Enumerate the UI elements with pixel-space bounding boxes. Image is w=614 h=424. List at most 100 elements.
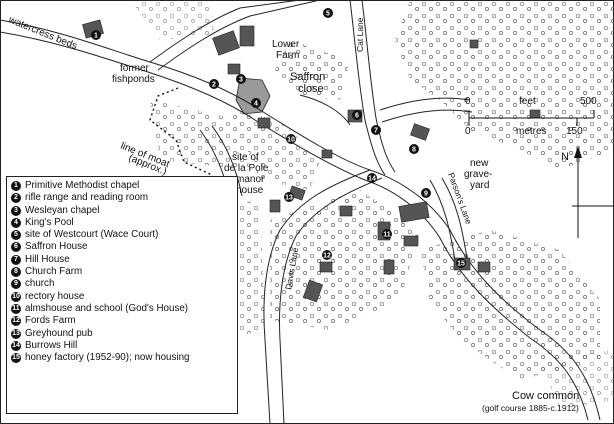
svg-text:6: 6 [355, 113, 359, 120]
svg-text:13: 13 [285, 195, 293, 202]
label-cow-common: Cow common [512, 390, 579, 402]
marker-11: 11 [382, 229, 392, 239]
legend-item: 15 honey factory (1952-90); now housing [11, 352, 233, 364]
legend-text: Hill House [25, 253, 70, 265]
marker-9: 9 [421, 188, 431, 198]
scale-metres-zero: 0 [465, 126, 471, 137]
label-yard: yard [470, 180, 489, 191]
svg-text:14: 14 [368, 176, 376, 183]
marker-14: 14 [367, 173, 377, 183]
label-golf-course: (golf course 1885-c.1912) [482, 403, 579, 413]
legend-item: 5 site of Westcourt (Wace Court) [11, 229, 233, 241]
label-fishponds: fishponds [112, 74, 155, 85]
scale-feet-max: 500 [580, 96, 597, 107]
svg-text:2: 2 [212, 82, 216, 89]
roads [0, 0, 601, 424]
site-markers: 1 2 3 4 5 6 7 8 9 10 11 12 13 14 15 [91, 8, 466, 268]
legend-text: rectory house [25, 290, 85, 302]
svg-text:4: 4 [254, 101, 258, 108]
legend-item: 9 church [11, 278, 233, 290]
scale-metres-max: 150 [566, 126, 583, 137]
scale-metres-label: metres [516, 126, 547, 137]
legend-text: Saffron House [25, 241, 88, 253]
legend-text: almshouse and school (God's House) [25, 302, 189, 314]
marker-13: 13 [284, 192, 294, 202]
legend-item: 6 Saffron House [11, 241, 233, 253]
scale-feet-zero: 0 [465, 96, 471, 107]
north-label: N [561, 151, 569, 163]
label-new: new [470, 158, 489, 169]
legend-text: rifle range and reading room [25, 192, 149, 204]
marker-8: 8 [409, 144, 419, 154]
marker-3: 3 [236, 74, 246, 84]
legend-number-badge: 10 [11, 291, 21, 302]
north-arrow: N [561, 146, 614, 238]
legend-text: Greyhound pub [25, 327, 93, 339]
map-legend: 1 Primitive Methodist chapel 2 rifle range … [6, 176, 238, 414]
svg-text:12: 12 [323, 253, 331, 260]
svg-text:11: 11 [383, 232, 391, 239]
legend-item: 10 rectory house [11, 291, 233, 303]
label-grave: grave- [464, 169, 492, 180]
legend-item: 12 Fords Farm [11, 315, 233, 327]
legend-number-badge: 8 [11, 267, 21, 278]
legend-text: Fords Farm [25, 315, 76, 327]
legend-number-badge: 12 [11, 316, 21, 327]
legend-number-badge: 9 [11, 279, 21, 290]
legend-number-badge: 2 [11, 193, 21, 204]
marker-15: 15 [456, 258, 466, 268]
label-house: house [236, 185, 264, 196]
label-cat-lane: Cat Lane [355, 17, 365, 52]
svg-text:9: 9 [424, 191, 428, 198]
svg-text:15: 15 [457, 261, 465, 268]
legend-number-badge: 7 [11, 254, 21, 265]
legend-item: 7 Hill House [11, 254, 233, 266]
legend-number-badge: 15 [11, 353, 21, 364]
buildings [82, 19, 541, 303]
legend-item: 11 almshouse and school (God's House) [11, 303, 233, 315]
label-former: former [120, 63, 150, 74]
legend-text: Primitive Methodist chapel [25, 180, 140, 191]
legend-text: Wesleyan chapel [25, 204, 100, 216]
legend-text: church [25, 278, 55, 290]
svg-text:7: 7 [374, 128, 378, 135]
legend-number-badge: 1 [11, 181, 21, 191]
legend-number-badge: 6 [11, 242, 21, 253]
legend-number-badge: 3 [11, 205, 21, 216]
legend-number-badge: 14 [11, 340, 21, 351]
legend-item: 2 rifle range and reading room [11, 192, 233, 204]
marker-5: 5 [323, 8, 333, 18]
legend-item: 4 King's Pool [11, 217, 233, 229]
legend-number-badge: 11 [11, 303, 21, 314]
svg-text:5: 5 [326, 11, 330, 18]
legend-item: 1 Primitive Methodist chapel [11, 180, 233, 192]
svg-text:3: 3 [239, 77, 243, 84]
svg-text:10: 10 [287, 137, 295, 144]
legend-text: King's Pool [25, 216, 74, 228]
marker-1: 1 [91, 30, 101, 40]
marker-2: 2 [209, 79, 219, 89]
legend-number-badge: 5 [11, 230, 21, 241]
legend-text: Church Farm [25, 266, 83, 278]
kings-pool [235, 77, 271, 115]
marker-10: 10 [286, 134, 296, 144]
scale-feet-label: feet [519, 96, 536, 107]
legend-text: site of Westcourt (Wace Court) [25, 229, 159, 241]
label-close: close [298, 83, 324, 95]
label-farm: Farm [276, 50, 299, 61]
legend-number-badge: 4 [11, 217, 21, 228]
label-de-la-pole: de la Pole [224, 163, 269, 174]
svg-text:8: 8 [412, 147, 416, 154]
label-saffron: Saffron [290, 71, 325, 83]
marker-4: 4 [251, 98, 261, 108]
marker-6: 6 [352, 110, 362, 120]
legend-text: honey factory (1952-90); now housing [25, 352, 190, 364]
label-site-of: site of [232, 152, 259, 163]
marker-12: 12 [322, 250, 332, 260]
label-lower: Lower [272, 39, 300, 50]
svg-text:1: 1 [94, 33, 98, 40]
legend-item: 3 Wesleyan chapel [11, 205, 233, 217]
